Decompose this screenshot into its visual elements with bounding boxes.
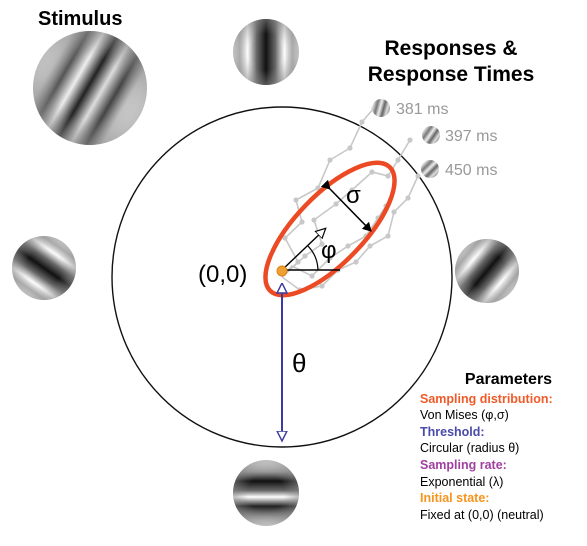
- rt-label-1: 381 ms: [396, 101, 448, 118]
- sigma-arrow: [320, 179, 372, 232]
- param-heading-initial: Initial state:: [420, 491, 490, 506]
- rt-icon-3: [421, 160, 439, 178]
- response-grating-left: [12, 236, 76, 300]
- parameters-panel: Parameters Sampling distribution: Von Mi…: [420, 371, 585, 523]
- param-value-threshold: Circular (radius θ): [420, 441, 520, 456]
- origin-point: [276, 265, 288, 277]
- sampling-distribution-ellipse: [263, 160, 397, 298]
- theta-label: θ: [292, 348, 306, 378]
- phi-arc: [307, 245, 319, 271]
- walk-path-4: [281, 205, 387, 278]
- rt-label-3: 450 ms: [445, 162, 497, 179]
- sigma-label: σ: [346, 182, 361, 209]
- mean-direction-arrow: [281, 229, 325, 271]
- parameters-title: Parameters: [464, 371, 553, 388]
- rt-icon-1: [372, 99, 390, 117]
- param-heading-sampling: Sampling distribution:: [420, 391, 553, 406]
- responses-title-line1: Responses &: [384, 37, 518, 60]
- stimulus-grating-large: [33, 31, 147, 145]
- rt-label-2: 397 ms: [445, 128, 497, 145]
- param-heading-rate: Sampling rate:: [420, 457, 507, 472]
- responses-title-line2: Response Times: [367, 63, 535, 86]
- phi-label: φ: [321, 237, 337, 264]
- walk-path-1: [281, 107, 375, 278]
- origin-label: (0,0): [198, 261, 247, 288]
- response-grating-top: [233, 19, 299, 85]
- param-heading-threshold: Threshold:: [420, 424, 485, 439]
- threshold-circle: [111, 106, 453, 448]
- rt-icon-2: [422, 126, 440, 144]
- param-value-rate: Exponential (λ): [420, 474, 504, 489]
- stimulus-title: Stimulus: [38, 8, 123, 30]
- response-grating-right: [455, 239, 519, 303]
- param-value-sampling: Von Mises (φ,σ): [420, 408, 509, 423]
- param-value-initial: Fixed at (0,0) (neutral): [420, 507, 544, 522]
- response-grating-bottom: [233, 460, 299, 526]
- responses-title: Responses & Response Times: [360, 36, 542, 88]
